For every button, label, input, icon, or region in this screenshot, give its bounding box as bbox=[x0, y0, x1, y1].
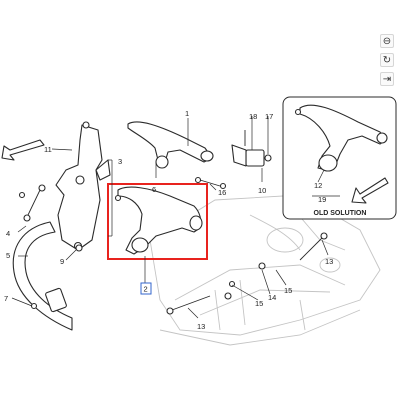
upper-wishbone bbox=[127, 121, 214, 169]
stabilizer-bar bbox=[12, 221, 73, 331]
exit-icon: ⇥ bbox=[382, 73, 392, 85]
label-15a: 15 bbox=[284, 286, 292, 295]
label-13a: 13 bbox=[197, 322, 205, 331]
selected-part-highlight bbox=[107, 183, 208, 260]
label-12: 12 bbox=[314, 181, 322, 190]
label-5: 5 bbox=[6, 251, 10, 260]
zoom-out-button[interactable]: ⊖ bbox=[380, 34, 394, 48]
hub-carrier bbox=[55, 121, 111, 251]
label-3: 3 bbox=[118, 157, 122, 166]
old-solution-inset: OLD SOLUTION bbox=[282, 96, 397, 220]
bolts-16 bbox=[194, 176, 227, 190]
label-16: 16 bbox=[218, 188, 226, 197]
label-1: 1 bbox=[185, 109, 189, 118]
label-9: 9 bbox=[60, 257, 64, 266]
fasteners-front bbox=[166, 232, 328, 315]
zoom-out-icon: ⊖ bbox=[382, 35, 392, 47]
label-18: 18 bbox=[249, 112, 257, 121]
label-6: 6 bbox=[152, 185, 156, 194]
label-19: 19 bbox=[318, 195, 326, 204]
front-direction-arrow bbox=[1, 139, 45, 161]
label-2-box bbox=[140, 282, 152, 295]
inset-caption: OLD SOLUTION bbox=[314, 210, 367, 217]
label-17: 17 bbox=[265, 112, 273, 121]
label-2: 2 bbox=[144, 285, 148, 294]
label-11: 11 bbox=[44, 145, 52, 154]
callout-lines bbox=[11, 116, 340, 319]
label-15b: 15 bbox=[255, 299, 263, 308]
label-4: 4 bbox=[6, 229, 10, 238]
part-number-labels: 1 2 3 4 5 6 7 18 17 9 10 11 12 19 13 13 … bbox=[4, 109, 333, 331]
exit-button[interactable]: ⇥ bbox=[380, 72, 394, 86]
upper-link-bracket bbox=[231, 130, 272, 167]
label-10: 10 bbox=[258, 186, 266, 195]
label-14: 14 bbox=[268, 293, 276, 302]
stabilizer-link bbox=[18, 184, 46, 222]
lower-wishbone[interactable] bbox=[114, 186, 203, 255]
reset-view-icon: ↻ bbox=[382, 54, 392, 66]
reset-view-button[interactable]: ↻ bbox=[380, 53, 394, 67]
label-13b: 13 bbox=[325, 257, 333, 266]
label-7: 7 bbox=[4, 294, 8, 303]
